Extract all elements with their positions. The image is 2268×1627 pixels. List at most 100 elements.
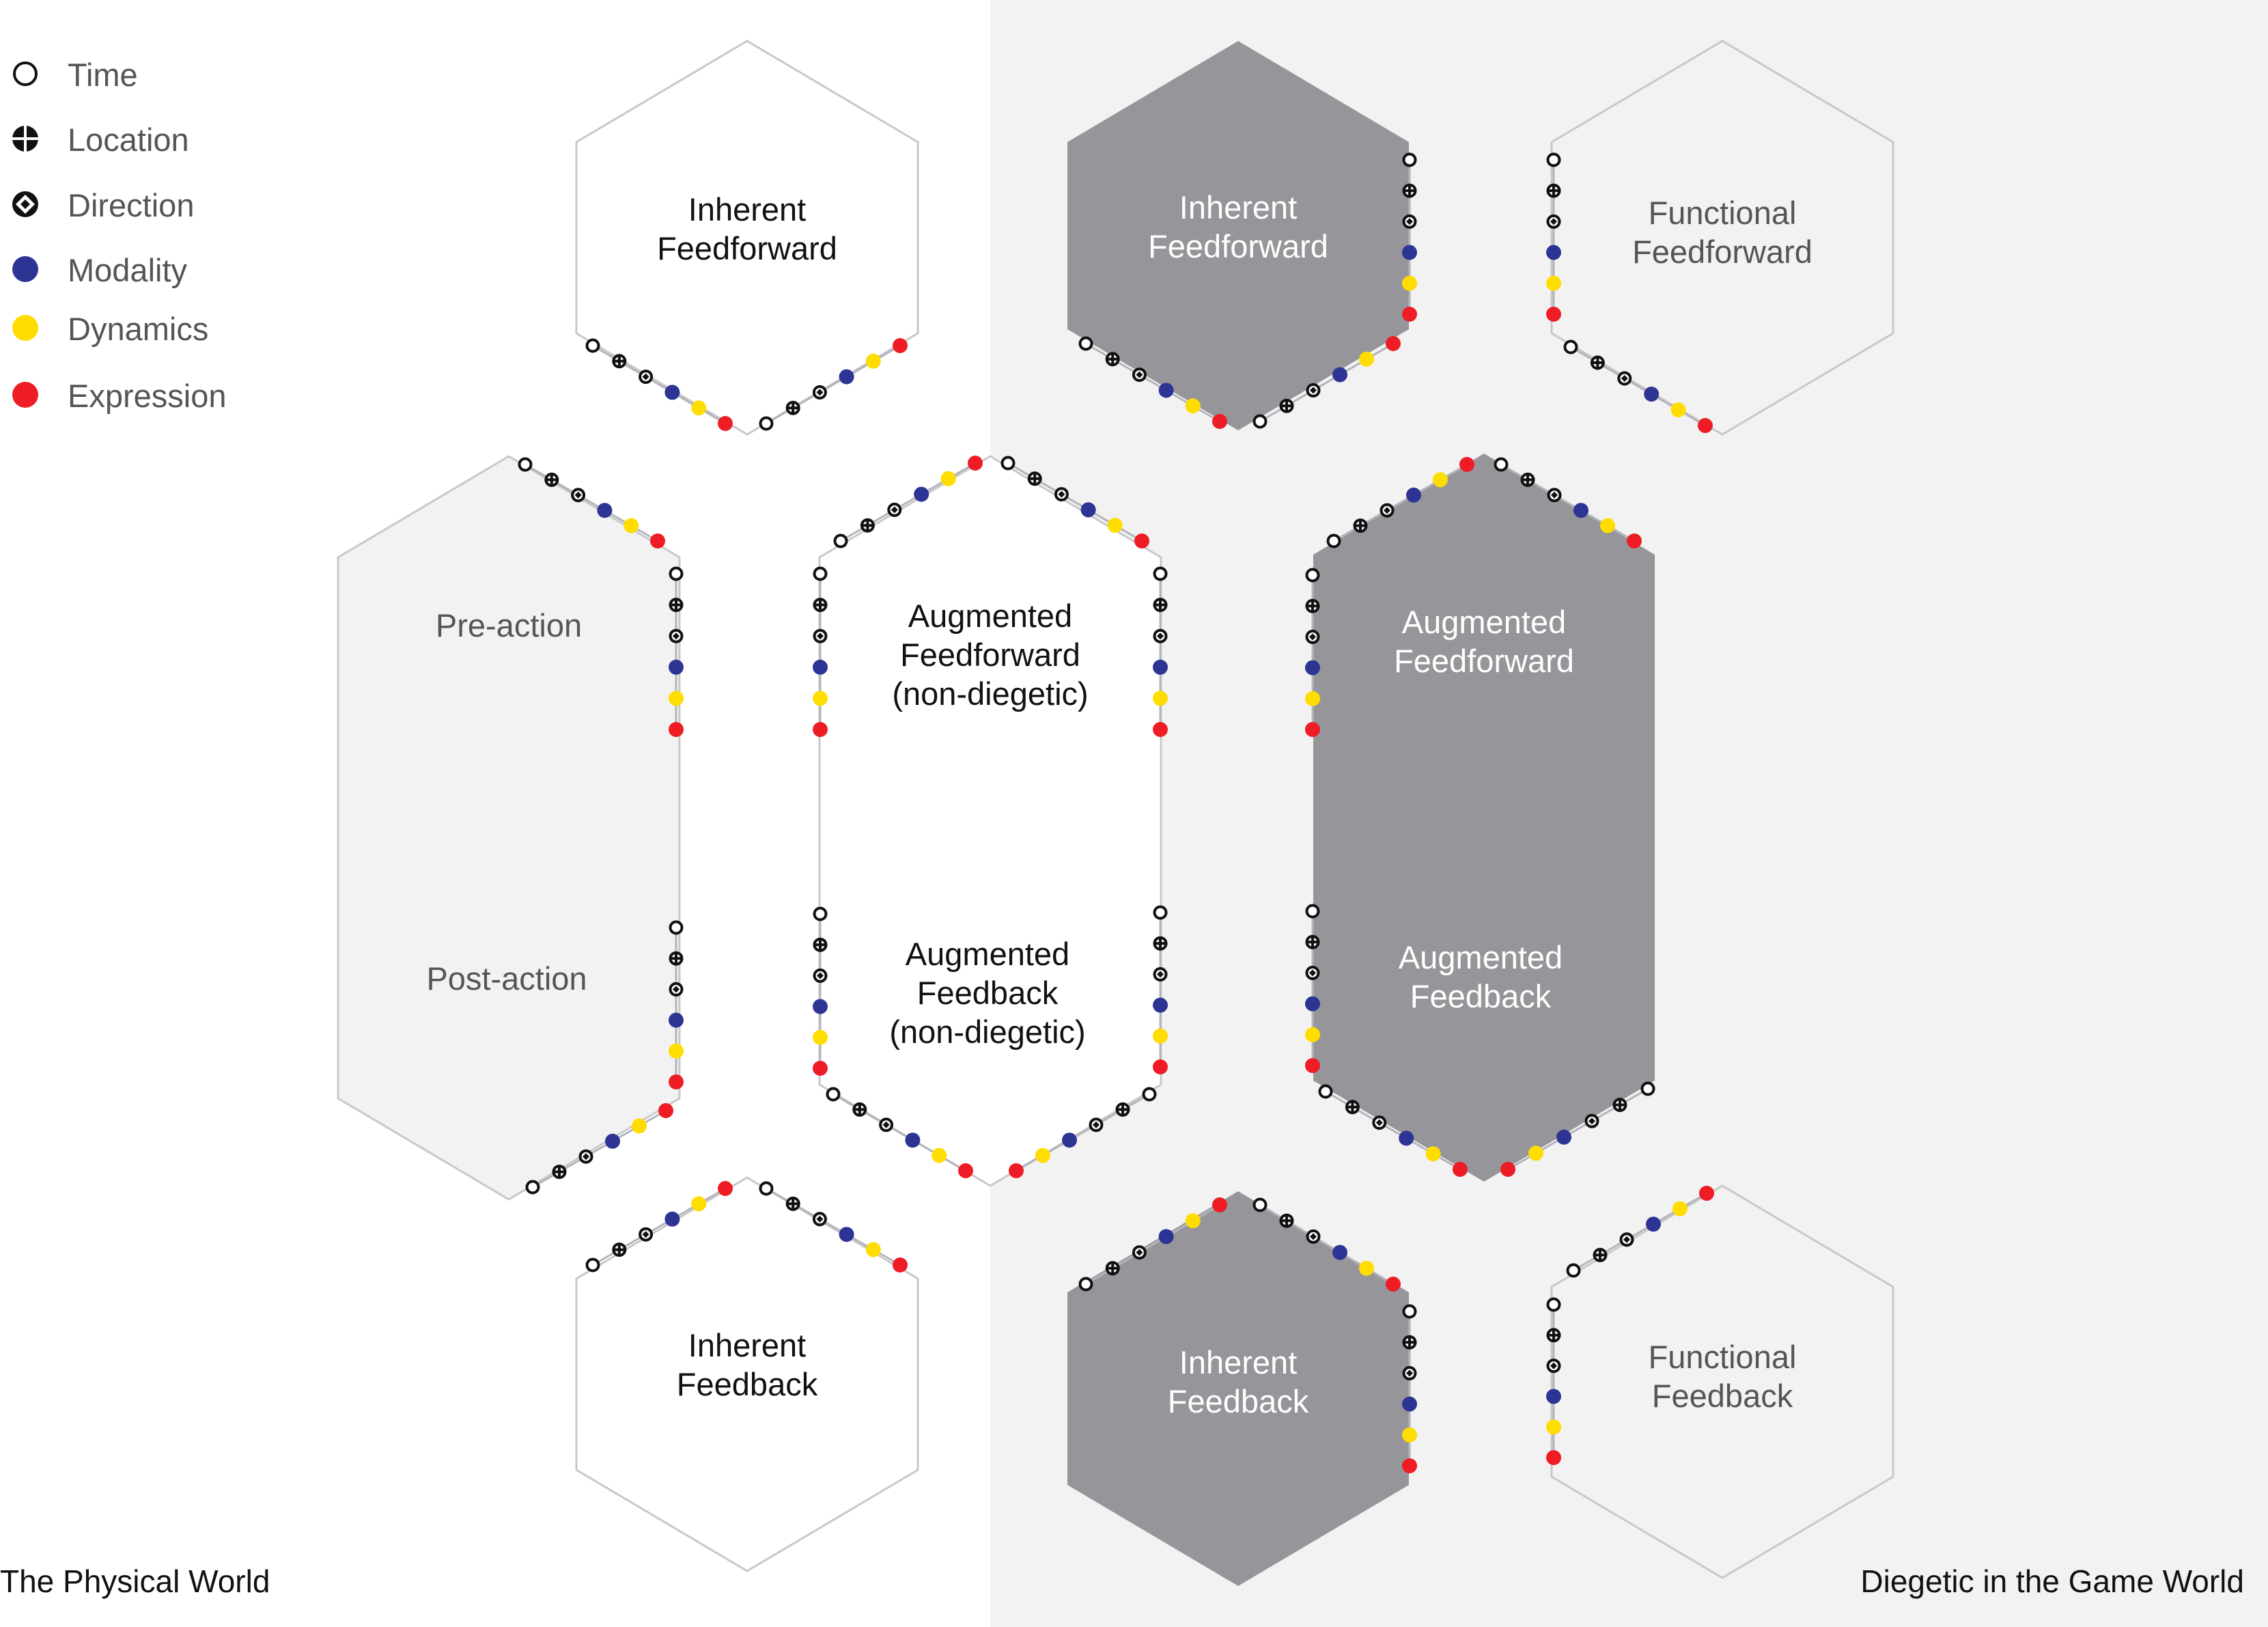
direction-marker — [813, 968, 828, 983]
dynamics-marker — [1546, 1419, 1561, 1435]
modality-marker — [664, 385, 680, 400]
dynamics-marker — [1185, 1213, 1201, 1229]
location-marker — [1590, 355, 1605, 370]
direction-marker — [1546, 1359, 1561, 1374]
time-marker — [1566, 1263, 1581, 1278]
dynamics-marker — [1433, 472, 1448, 488]
direction-marker — [1132, 367, 1147, 383]
modality-marker — [905, 1132, 921, 1148]
pre-action-label: Pre-action — [436, 607, 582, 643]
dynamics-marker — [1305, 1027, 1320, 1042]
expression-marker — [1699, 1186, 1714, 1201]
direction-marker — [812, 1212, 827, 1227]
expression-marker — [1386, 336, 1401, 351]
modality-marker — [1546, 1389, 1561, 1404]
location-marker — [852, 1102, 867, 1117]
location-marker — [1279, 398, 1294, 413]
expression-marker — [1698, 418, 1713, 433]
dynamics-marker — [632, 1118, 647, 1134]
expression-marker — [893, 338, 908, 353]
location-marker — [1546, 183, 1561, 198]
location-marker — [1546, 1328, 1561, 1343]
direction-marker — [578, 1149, 593, 1164]
expression-marker — [1546, 1450, 1561, 1465]
time-marker — [525, 1180, 540, 1195]
modality-marker — [1402, 1396, 1417, 1412]
time-marker — [585, 1257, 600, 1273]
direction-marker — [1153, 967, 1168, 982]
dynamics-marker — [691, 1196, 707, 1212]
location-marker — [813, 598, 828, 613]
circle-icon — [13, 61, 38, 86]
time-marker — [1078, 336, 1093, 351]
modality-marker — [1406, 487, 1421, 503]
expression-marker — [1402, 1458, 1417, 1473]
direction-marker — [812, 385, 827, 400]
expression-marker — [1627, 533, 1642, 548]
location-marker — [860, 518, 875, 533]
modality-marker — [605, 1133, 620, 1149]
modality-marker — [1062, 1132, 1077, 1148]
modality-marker — [1399, 1130, 1414, 1146]
modality-marker — [1644, 387, 1660, 402]
game-functional-feedforward-hexagon — [1550, 40, 1894, 436]
time-marker — [669, 566, 684, 581]
dynamics-marker — [669, 691, 684, 706]
expression-marker — [968, 456, 983, 471]
game-functional-feedback-hexagon — [1550, 1184, 1894, 1579]
direction-marker — [1546, 214, 1561, 229]
location-marker — [1105, 352, 1120, 367]
direction-marker — [1153, 628, 1168, 643]
modality-marker — [813, 999, 828, 1014]
dynamics-marker — [813, 1029, 828, 1045]
dynamics-marker — [1600, 518, 1615, 533]
time-marker — [1563, 339, 1578, 354]
location-marker — [813, 937, 828, 952]
expression-marker — [1305, 1058, 1320, 1073]
legend-label-time: Time — [68, 57, 138, 93]
direction-marker — [1619, 1232, 1634, 1247]
location-marker — [612, 354, 627, 369]
modality-marker — [1158, 383, 1174, 398]
legend-label-direction: Direction — [68, 187, 194, 223]
pre-action-hexagon — [337, 455, 681, 1201]
direction-marker — [639, 370, 654, 385]
direction-marker — [879, 1117, 894, 1132]
time-marker — [813, 906, 828, 921]
time-marker — [1142, 1087, 1157, 1102]
time-marker — [1252, 414, 1268, 429]
direction-marker — [1402, 214, 1417, 229]
expression-marker — [1459, 457, 1474, 472]
time-marker — [1640, 1081, 1655, 1096]
direction-marker — [1132, 1245, 1147, 1260]
augmented-feedforward-nondiegetic-hexagon — [818, 455, 1162, 1187]
game-inherent-feedback-hexagon — [1067, 1191, 1409, 1586]
modality-marker — [1305, 660, 1320, 676]
expression-marker — [1500, 1162, 1515, 1177]
legend-label-modality: Modality — [68, 252, 188, 288]
time-marker — [1078, 1277, 1093, 1292]
modality-marker — [1305, 996, 1320, 1012]
dynamics-marker — [1153, 691, 1168, 706]
expression-marker — [1305, 722, 1320, 737]
time-marker — [585, 338, 600, 353]
expression-marker — [1153, 1059, 1168, 1074]
dynamics-marker — [1305, 691, 1320, 706]
dynamics-marker — [1425, 1146, 1441, 1162]
time-marker — [1000, 456, 1016, 471]
time-marker — [1402, 1304, 1417, 1319]
diamond-icon — [12, 191, 38, 217]
expression-marker — [718, 416, 733, 431]
location-marker — [1115, 1102, 1130, 1117]
dynamics-marker — [1153, 1028, 1168, 1044]
time-marker — [813, 566, 828, 581]
time-marker — [1305, 904, 1320, 919]
expression-marker — [1546, 307, 1561, 322]
location-marker — [1153, 598, 1168, 613]
